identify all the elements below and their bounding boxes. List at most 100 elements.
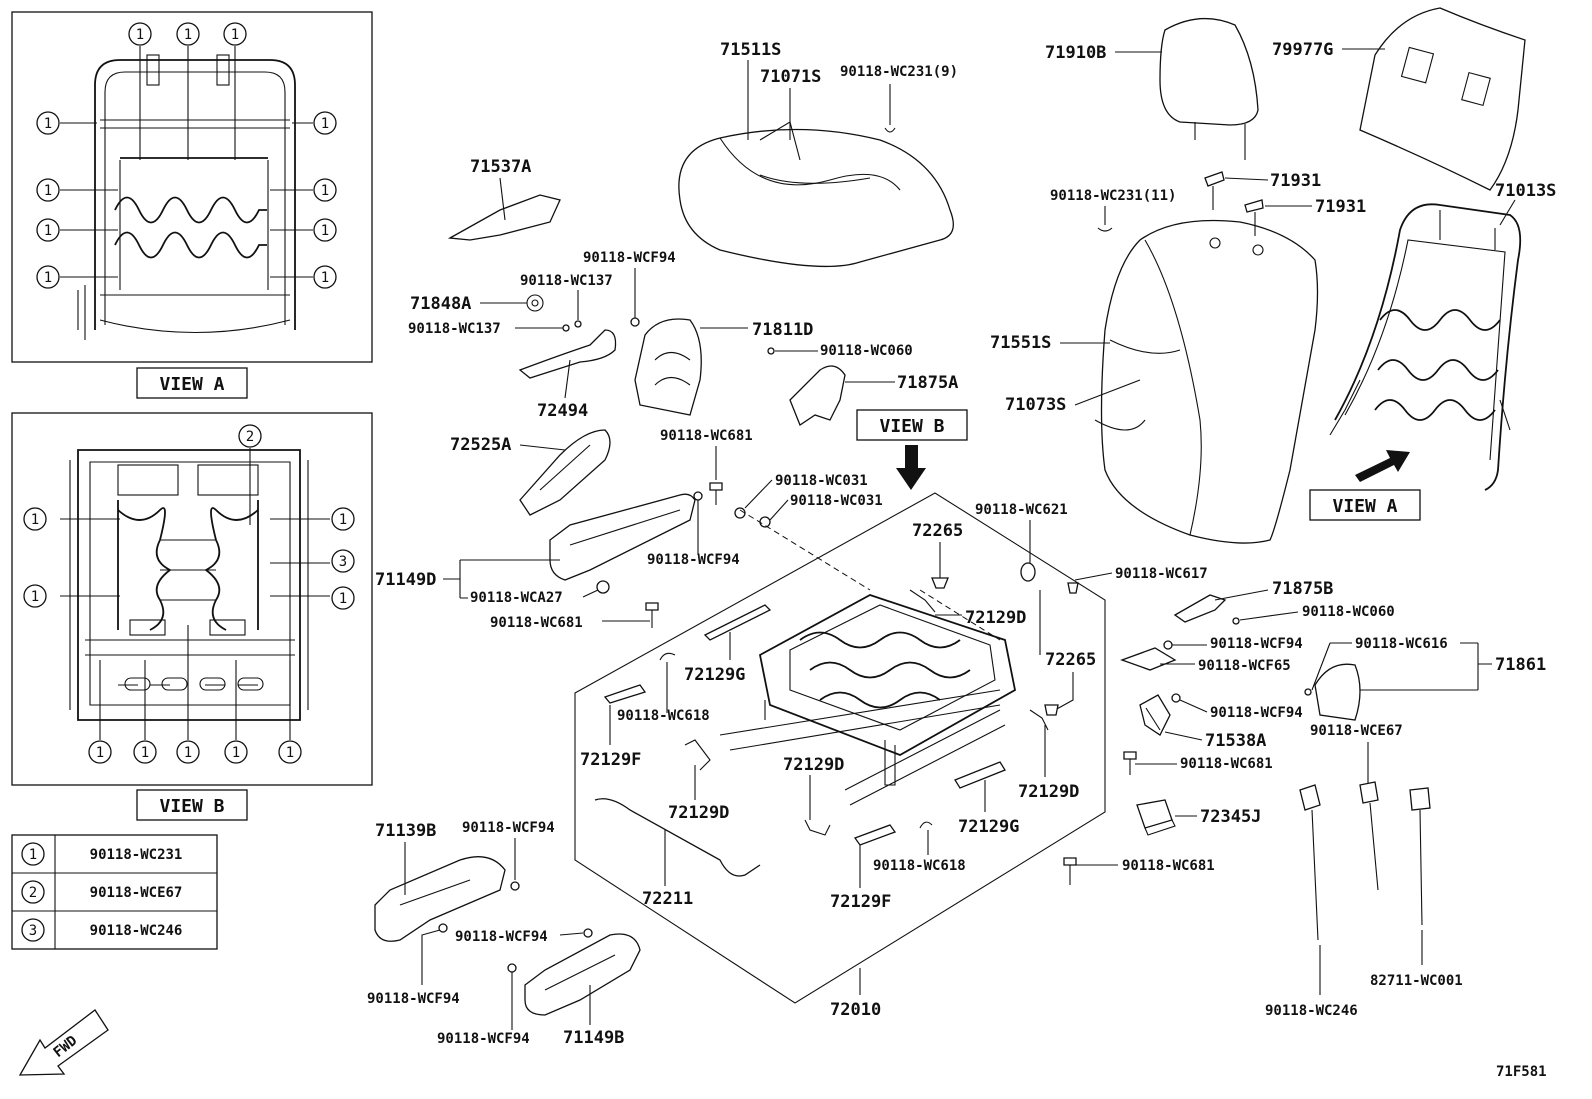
svg-text:90118-WC246: 90118-WC246: [90, 923, 183, 939]
svg-text:90118-WCE67: 90118-WCE67: [90, 885, 183, 901]
marker-1: 1: [176, 22, 200, 46]
washer-71848A-drawing: [526, 294, 544, 312]
back-pad-drawing: [1359, 7, 1526, 191]
svg-text:90118-WC031: 90118-WC031: [790, 493, 883, 509]
marker-1: 1: [128, 22, 152, 46]
label-72129F-a: 72129F: [580, 705, 641, 770]
label-72525A: 72525A: [450, 435, 566, 455]
svg-text:79977G: 79977G: [1272, 40, 1333, 60]
svg-text:1: 1: [44, 223, 52, 239]
view-b-markers: 2 1 1 3 1 1 1 1 1 1 1: [23, 424, 355, 764]
svg-text:90118-WCF94: 90118-WCF94: [367, 991, 460, 1007]
label-90118-WCF94-f: 90118-WCF94: [455, 928, 593, 945]
svg-text:90118-WC231: 90118-WC231: [90, 847, 183, 863]
marker-1: 1: [331, 507, 355, 531]
svg-text:71910B: 71910B: [1045, 43, 1106, 63]
svg-text:71073S: 71073S: [1005, 395, 1066, 415]
svg-text:72129D: 72129D: [1018, 782, 1079, 802]
svg-text:1: 1: [232, 745, 240, 761]
label-90118-WCF94-d: 90118-WCF94: [1171, 693, 1303, 721]
svg-text:90118-WCE67: 90118-WCE67: [1310, 723, 1403, 739]
label-72265-b: 72265: [1044, 650, 1096, 716]
svg-text:90118-WC681: 90118-WC681: [1180, 756, 1273, 772]
label-90118-WC231-9: 90118-WC231(9): [840, 64, 958, 133]
svg-text:90118-WC137: 90118-WC137: [520, 273, 613, 289]
svg-text:72525A: 72525A: [450, 435, 511, 455]
marker-1: 1: [313, 265, 337, 289]
seat-cushion-cover-drawing: [678, 121, 954, 268]
label-90118-WC681-a: 90118-WC681: [660, 428, 753, 505]
marker-3: 3: [331, 549, 355, 573]
svg-text:1: 1: [321, 223, 329, 239]
bracket-71875B-drawing: [1173, 594, 1227, 623]
svg-text:1: 1: [339, 512, 347, 528]
label-90118-WCF94-c: 90118-WCF94: [1163, 636, 1303, 652]
label-71139B: 71139B: [375, 821, 436, 895]
label-90118-WC246: 90118-WC246: [1265, 945, 1358, 1019]
marker-1: 1: [313, 178, 337, 202]
marker-1: 1: [176, 740, 200, 764]
figure-code: 71F581: [1496, 1064, 1547, 1080]
label-90118-WC616: 90118-WC616: [1304, 636, 1448, 696]
cover-71139B-drawing: [374, 856, 506, 942]
svg-text:90118-WCF94: 90118-WCF94: [437, 1031, 530, 1047]
marker-1: 1: [331, 586, 355, 610]
svg-text:90118-WC231(9): 90118-WC231(9): [840, 64, 958, 80]
svg-text:90118-WC031: 90118-WC031: [775, 473, 868, 489]
label-71861: 71861: [1360, 642, 1546, 691]
svg-text:1: 1: [31, 589, 39, 605]
svg-text:72129F: 72129F: [580, 750, 641, 770]
marker-1: 1: [36, 218, 60, 242]
view-a-inset: 1 1 1 1 1 1 1 1 1 1 1 VIEW A: [11, 11, 373, 399]
svg-text:90118-WC681: 90118-WC681: [660, 428, 753, 444]
svg-text:72265: 72265: [912, 521, 963, 541]
svg-text:90118-WC060: 90118-WC060: [1302, 604, 1395, 620]
label-90118-WC231-11: 90118-WC231(11): [1050, 188, 1176, 232]
svg-text:1: 1: [44, 183, 52, 199]
label-79977G: 79977G: [1272, 40, 1385, 60]
svg-text:72211: 72211: [642, 889, 693, 909]
svg-text:71537A: 71537A: [470, 157, 531, 177]
svg-text:72345J: 72345J: [1200, 807, 1261, 827]
cover-71537A-drawing: [447, 194, 561, 241]
view-a-seatback-frame-drawing: [77, 54, 296, 340]
label-72129D-d: 72129D: [1018, 709, 1079, 802]
legend-row-1: 1 90118-WC231: [21, 842, 183, 866]
bracket-71875A-drawing: [789, 365, 846, 426]
seat-adjuster-drawing: [719, 509, 1017, 806]
label-72129D-c: 72129D: [909, 589, 1026, 628]
svg-text:1: 1: [339, 591, 347, 607]
svg-text:90118-WC137: 90118-WC137: [408, 321, 501, 337]
seatback-frame-drawing: [1329, 203, 1522, 491]
svg-text:1: 1: [231, 27, 239, 43]
marker-1: 1: [278, 740, 302, 764]
marker-1: 1: [36, 111, 60, 135]
svg-text:90118-WCF94: 90118-WCF94: [462, 820, 555, 836]
cover-71861-drawing: [1314, 663, 1361, 721]
view-a-frame: [11, 11, 373, 363]
svg-text:1: 1: [321, 116, 329, 132]
marker-1: 1: [36, 178, 60, 202]
marker-legend-table: 1 90118-WC231 2 90118-WCE67 3 90118-WC24…: [11, 834, 218, 950]
view-a-label: VIEW A: [136, 367, 248, 399]
headrest-guide-drawing: [1204, 171, 1264, 236]
label-72129D-a: 72129D: [668, 765, 729, 823]
seatback-cover-drawing: [1094, 219, 1319, 544]
svg-text:90118-WC618: 90118-WC618: [873, 858, 966, 874]
cap-72345J-drawing: [1136, 799, 1176, 836]
svg-text:71848A: 71848A: [410, 294, 471, 314]
side-cover-71149D-drawing: [549, 493, 696, 581]
label-72494: 72494: [537, 359, 588, 421]
svg-text:71551S: 71551S: [990, 333, 1051, 353]
label-71013S: 71013S: [1495, 181, 1556, 226]
legend-row-3: 3 90118-WC246: [21, 918, 183, 942]
svg-text:71811D: 71811D: [752, 320, 813, 340]
cover-71538A-drawing: [1139, 694, 1171, 736]
svg-text:72494: 72494: [537, 401, 588, 421]
label-90118-WC681-b: 90118-WC681: [490, 602, 659, 631]
svg-text:90118-WC246: 90118-WC246: [1265, 1003, 1358, 1019]
label-71511S: 71511S: [720, 40, 781, 140]
svg-text:90118-WC617: 90118-WC617: [1115, 566, 1208, 582]
svg-text:VIEW A: VIEW A: [159, 374, 224, 395]
